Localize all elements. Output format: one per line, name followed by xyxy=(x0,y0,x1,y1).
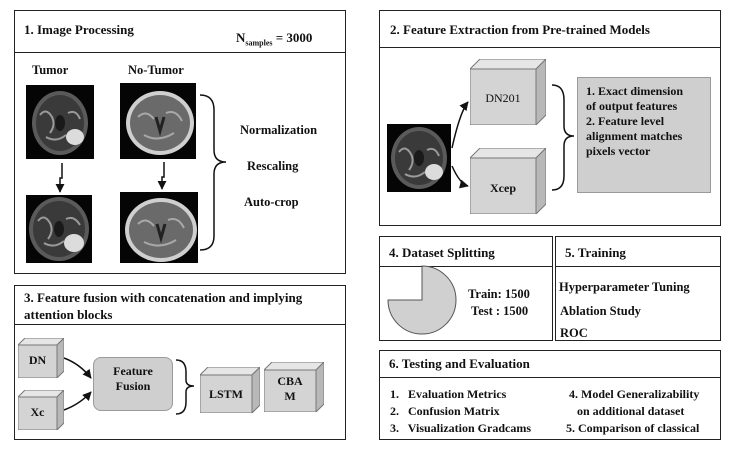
model-dn201-box: DN201 xyxy=(470,59,546,125)
panel-6-rule xyxy=(379,377,721,378)
eval-left-3: 3. Visualization Gradcams xyxy=(390,421,532,435)
input-dn-box: DN xyxy=(18,338,64,378)
label-no-tumor: No-Tumor xyxy=(128,63,184,77)
lstm-block: LSTM xyxy=(200,367,260,413)
training-item-roc: ROC xyxy=(560,326,588,340)
eval-right-2: on additional dataset xyxy=(577,404,685,418)
eval-left-2: 2. Confusion Matrix xyxy=(390,404,500,418)
feature-notes: 1. Exact dimension of output features 2.… xyxy=(577,77,711,193)
panel-5-rule xyxy=(555,266,721,267)
cbam-block: CBA M xyxy=(264,362,324,412)
panel-training xyxy=(555,236,721,341)
panel-4-title: 4. Dataset Splitting xyxy=(389,245,495,260)
mri-input-sample xyxy=(387,124,451,192)
eval-left-1: 1. Evaluation Metrics xyxy=(390,387,507,401)
step-rescaling: Rescaling xyxy=(247,159,299,173)
panel-testing-evaluation xyxy=(379,350,721,440)
note-line-4: alignment matches xyxy=(586,129,683,143)
model-xcep-box: Xcep xyxy=(470,148,546,214)
input-xc-label: Xc xyxy=(30,405,45,419)
mri-tumor-processed xyxy=(26,195,92,263)
panel-5-title: 5. Training xyxy=(565,245,626,260)
mri-tumor-original xyxy=(26,85,94,159)
panel-6-title: 6. Testing and Evaluation xyxy=(389,356,530,371)
model-dn201-label: DN201 xyxy=(485,91,521,105)
step-normalization: Normalization xyxy=(240,123,318,137)
samples-count: Nsamples = 3000 xyxy=(236,30,312,48)
input-dn-label: DN xyxy=(28,353,47,367)
panel-2-title: 2. Feature Extraction from Pre-trained M… xyxy=(390,22,650,37)
samples-n: N xyxy=(236,30,246,45)
samples-value: = 3000 xyxy=(272,30,313,45)
lstm-label: LSTM xyxy=(208,387,243,401)
note-line-3: 2. Feature level xyxy=(586,114,665,128)
panel-4-rule xyxy=(379,266,553,267)
panel-1-title: 1. Image Processing xyxy=(24,22,134,37)
panel-1-rule xyxy=(14,52,346,53)
step-auto-crop: Auto-crop xyxy=(244,195,299,209)
feature-fusion-box: Feature Fusion xyxy=(93,357,173,411)
test-count: Test : 1500 xyxy=(471,304,529,318)
training-item-ablation: Ablation Study xyxy=(560,304,641,318)
panel-3-title-line1: 3. Feature fusion with concatenation and… xyxy=(24,290,303,305)
label-tumor: Tumor xyxy=(32,63,69,77)
cbam-label-line1: CBA xyxy=(277,374,303,388)
samples-subscript: samples xyxy=(245,38,273,48)
fusion-label-line1: Feature xyxy=(113,364,153,378)
note-line-5: pixels vector xyxy=(586,144,651,158)
train-count: Train: 1500 xyxy=(468,287,530,301)
eval-right-3: 5. Comparison of classical xyxy=(566,421,700,435)
panel-3-title-line2: attention blocks xyxy=(24,307,113,322)
training-item-hyperparameter: Hyperparameter Tuning xyxy=(559,280,690,294)
mri-no-tumor-processed xyxy=(120,192,198,263)
model-xcep-label: Xcep xyxy=(490,181,516,195)
input-xc-box: Xc xyxy=(18,390,64,430)
panel-3-rule xyxy=(14,324,346,325)
panel-2-rule xyxy=(379,47,721,48)
note-line-2: of output features xyxy=(586,99,678,113)
cbam-label-line2: M xyxy=(284,389,296,403)
fusion-label-line2: Fusion xyxy=(115,379,151,393)
eval-right-1: 4. Model Generalizability xyxy=(569,387,700,401)
note-line-1: 1. Exact dimension xyxy=(586,84,684,98)
mri-no-tumor-original xyxy=(120,83,196,159)
